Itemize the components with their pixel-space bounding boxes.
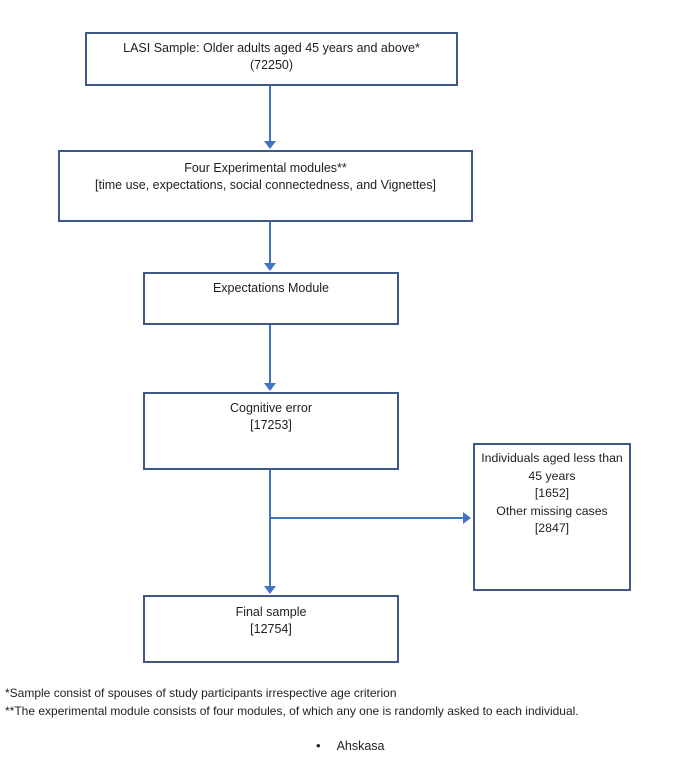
box-text-line: [12754] [250, 622, 292, 636]
flow-box-cognitive-error: Cognitive error [17253] [143, 392, 399, 470]
arrow-cognitive-to-final-shaft [269, 470, 271, 587]
bullet-text: Ahskasa [336, 738, 385, 753]
box-text-line: [time use, expectations, social connecte… [95, 178, 436, 192]
box-text-line: Other missing cases [496, 503, 608, 518]
bullet-list-item: • Ahskasa [316, 738, 385, 753]
arrow-expectations-to-cognitive-shaft [269, 325, 271, 384]
flow-box-final-sample: Final sample [12754] [143, 595, 399, 663]
footnote-line: **The experimental module consists of fo… [5, 704, 579, 718]
arrow-modules-to-expectations-head [264, 263, 276, 271]
box-text-line: (72250) [249, 58, 294, 72]
arrow-branch-to-excluded-head [463, 512, 471, 524]
box-text-line: Final sample [235, 605, 307, 619]
box-text-line: Expectations Module [212, 281, 330, 295]
arrow-expectations-to-cognitive-head [264, 383, 276, 391]
box-text-line: [1652] [534, 486, 570, 500]
arrow-lasi-to-modules-shaft [269, 86, 271, 142]
box-text-line: [17253] [250, 418, 292, 432]
arrow-branch-to-excluded-shaft [271, 517, 463, 519]
box-text-line: [2847] [534, 521, 570, 535]
flow-box-lasi-sample: LASI Sample: Older adults aged 45 years … [85, 32, 458, 86]
arrow-lasi-to-modules-head [264, 141, 276, 149]
box-text-line: Four Experimental modules** [184, 161, 347, 175]
flow-box-excluded-cases: Individuals aged less than 45 years [165… [473, 443, 631, 591]
flow-box-expectations-module: Expectations Module [143, 272, 399, 325]
footnote-line: *Sample consist of spouses of study part… [5, 686, 397, 700]
box-text-line: Individuals aged less than 45 years [481, 451, 623, 483]
flow-box-experimental-modules: Four Experimental modules** [time use, e… [58, 150, 473, 222]
bullet-marker: • [316, 738, 321, 753]
arrow-cognitive-to-final-head [264, 586, 276, 594]
arrow-modules-to-expectations-shaft [269, 222, 271, 264]
box-text-line: LASI Sample: Older adults aged 45 years … [123, 41, 420, 55]
footnotes: *Sample consist of spouses of study part… [5, 684, 579, 720]
box-text-line: Cognitive error [230, 401, 312, 415]
